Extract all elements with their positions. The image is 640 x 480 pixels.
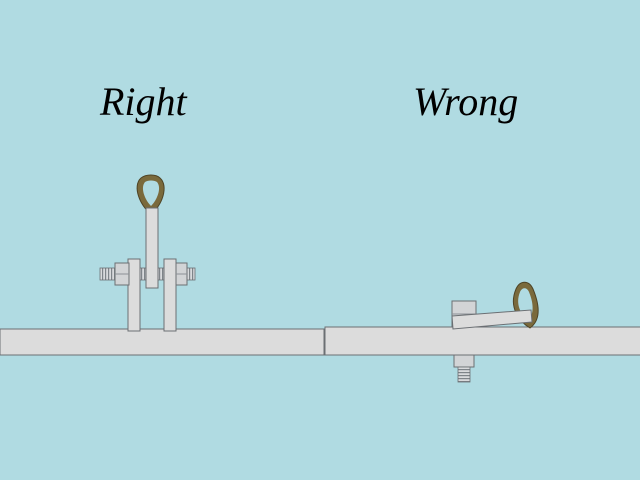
wrong-bolt-thread <box>457 366 471 383</box>
right-plate-left <box>127 258 141 332</box>
right-thimble-inner <box>142 180 160 206</box>
right-plate-right <box>163 258 177 332</box>
right-label: Right <box>100 79 187 124</box>
right-flat-bar <box>0 328 325 356</box>
wrong-nut-bottom <box>453 354 475 368</box>
right-assembly <box>0 174 325 356</box>
wrong-link-bar <box>451 309 533 330</box>
wrong-label: Wrong <box>413 79 519 124</box>
wrong-flat-bar <box>324 326 640 356</box>
right-link-bar <box>145 207 159 289</box>
wrong-assembly <box>324 281 640 383</box>
